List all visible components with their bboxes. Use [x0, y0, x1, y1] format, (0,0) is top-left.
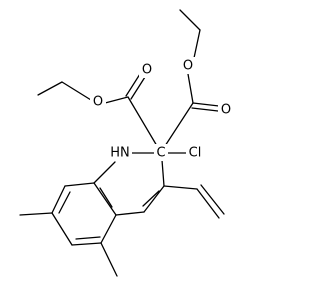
- bond-c7-c6: [51, 212, 73, 246]
- bond-nh-c8a: [93, 161, 116, 184]
- bond-ester2-o-c: [187, 73, 194, 104]
- bond-c8a-c4a-inner: [99, 187, 113, 208]
- bond-vinyl-double-a: [196, 188, 220, 219]
- atom-mask-cl: [186, 144, 204, 161]
- bond-ester2-c-o-double-a: [192, 102, 220, 107]
- atom-o-ester2-ether: O: [183, 59, 193, 74]
- atom-mask-c-star: [154, 144, 168, 161]
- bond-c4-c4a: [115, 211, 145, 216]
- atom-c-star: C: [156, 146, 165, 161]
- atom-nh: HN: [110, 146, 130, 161]
- bond-c7-methyl: [19, 212, 53, 216]
- bond-ester2-c-cstar: [164, 102, 194, 147]
- bond-ester1-c-o-double-b: [130, 76, 146, 100]
- bond-c8a-c4a: [93, 182, 117, 216]
- molecule-structure: O O O O HN C Cl: [19, 9, 234, 277]
- bond-ethyl1-ch2-o: [61, 81, 92, 101]
- bond-c3-vinyl: [163, 185, 198, 190]
- bond-c3-c4-inner: [142, 190, 160, 207]
- bond-lines: [19, 9, 225, 277]
- bond-c8a-c8: [64, 182, 95, 187]
- bond-c8-c7-inner: [58, 191, 71, 214]
- atom-mask-o-ester1-carbonyl: [139, 61, 155, 78]
- bond-c6-c5-inner: [75, 236, 101, 240]
- bond-ethyl2-ch2-o: [193, 29, 201, 59]
- bond-vinyl-double-b: [200, 184, 225, 215]
- bond-c5-c4a: [100, 214, 117, 244]
- atom-labels: O O O O HN C Cl: [90, 57, 234, 161]
- bond-c8-c7: [51, 185, 66, 214]
- bond-ethyl2-ch3: [179, 9, 201, 31]
- bond-c3-c4: [143, 185, 165, 213]
- bond-ester2-c-o-double-b: [191, 107, 219, 112]
- atom-o-ester2-carbonyl: O: [221, 103, 231, 118]
- bond-cstar-c3: [161, 159, 165, 187]
- atom-mask-o-ester2-ether: [180, 57, 196, 74]
- atom-mask-nh: [108, 144, 132, 161]
- atom-mask-o-ester1-ether: [90, 93, 106, 110]
- bond-c5-methyl: [100, 242, 118, 277]
- bond-ethyl1-ch3: [37, 81, 63, 96]
- bond-ester1-c-cstar: [127, 96, 158, 147]
- atom-o-ester1-carbonyl: O: [142, 63, 152, 78]
- bond-c6-c5: [71, 242, 102, 246]
- atom-o-ester1-ether: O: [93, 95, 103, 110]
- bond-ester1-c-o-double-a: [125, 73, 141, 97]
- atom-cl: Cl: [189, 146, 202, 161]
- bond-ester1-o-c: [104, 96, 129, 104]
- atom-mask-o-ester2-carbonyl: [218, 101, 234, 118]
